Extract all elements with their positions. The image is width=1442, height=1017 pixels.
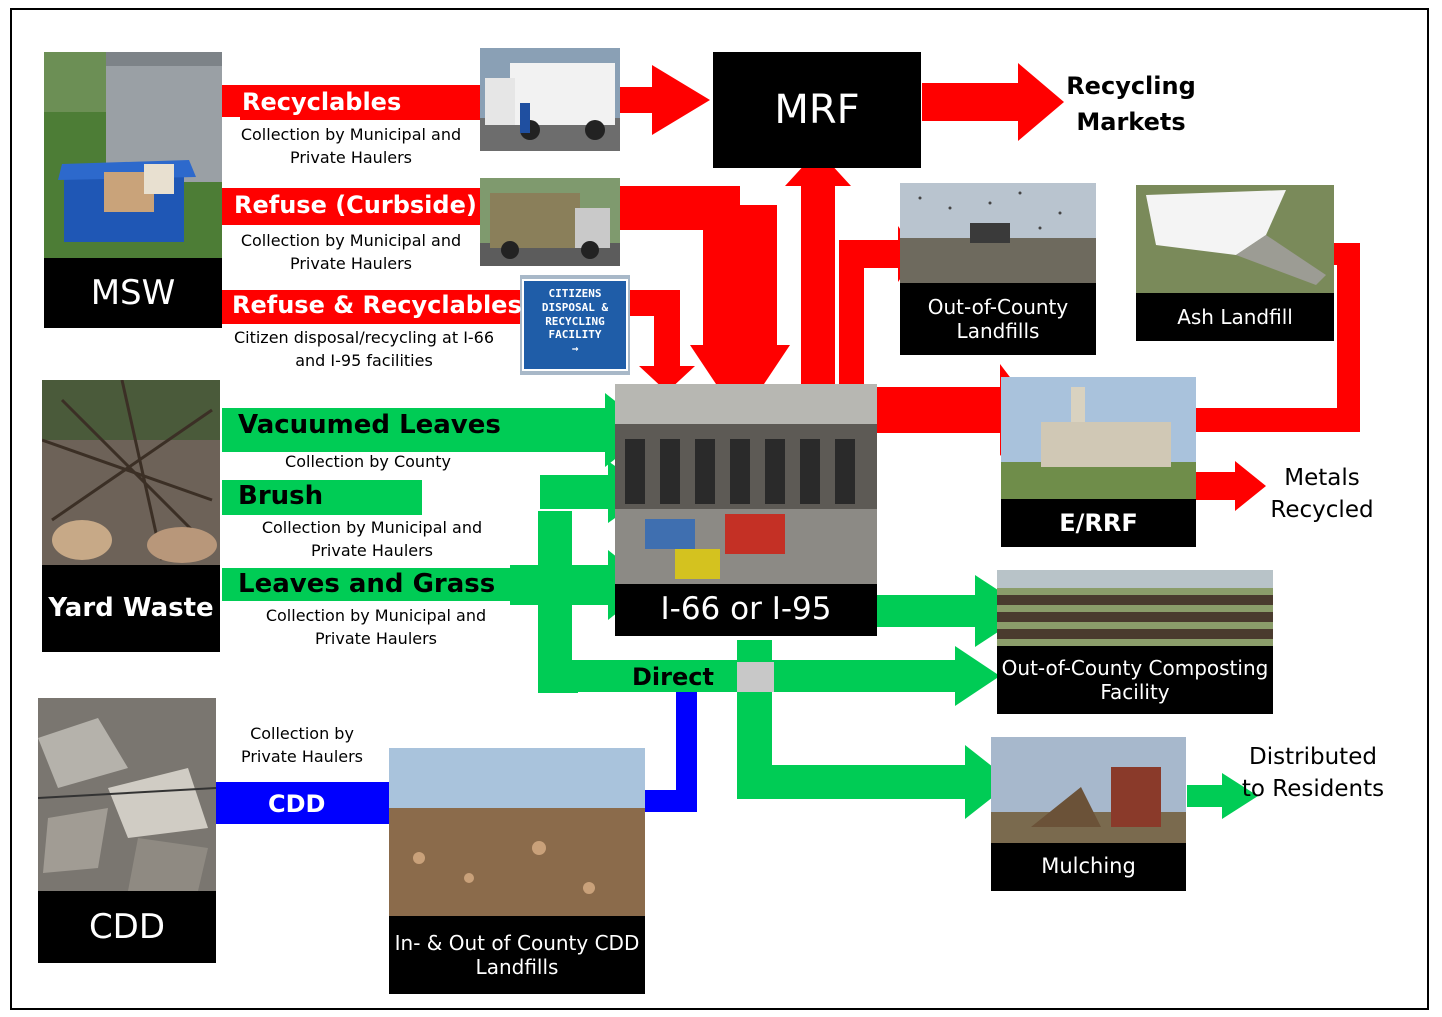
msw-bins-photo (44, 52, 222, 258)
direct-crossing (737, 662, 774, 692)
out-of-county-landfills-caption: Out-of-County Landfills (900, 283, 1096, 355)
bar-leaves-grass (222, 568, 514, 601)
label-recyclables: Recyclables (242, 88, 402, 116)
arrow-citizens-to-transfer (630, 290, 695, 392)
sub-leaves-grass: Collection by Municipal and Private Haul… (265, 606, 487, 649)
label-vacuumed-leaves: Vacuumed Leaves (238, 410, 501, 440)
landfill-birds-photo (900, 183, 1096, 283)
green-flows (222, 393, 1258, 819)
label-cdd-flow: CDD (268, 790, 326, 818)
composting-photo (997, 570, 1273, 646)
ash-landfill-caption: Ash Landfill (1136, 293, 1334, 341)
sub-vacuumed-leaves: Collection by County (285, 452, 451, 471)
arrow-vacuumed-leaves (222, 393, 652, 467)
arrow-recyclables (222, 85, 481, 120)
errf-plant-photo (1001, 377, 1196, 499)
label-refuse-recyclables: Refuse & Recyclables (232, 291, 522, 319)
distributed-to-residents: Distributed to Residents (1241, 744, 1385, 803)
sub-brush: Collection by Municipal and Private Haul… (261, 518, 483, 561)
label-brush: Brush (238, 481, 324, 511)
arrow-mulch-distributed (1187, 773, 1258, 819)
arrow-to-composting (876, 575, 1030, 647)
arrow-recyclables-to-mrf (620, 65, 710, 135)
cdd-landfill-photo (389, 748, 645, 916)
mulching-photo (991, 737, 1186, 843)
arrow-metals (1196, 461, 1266, 511)
recycling-markets: Recycling Markets (1066, 72, 1196, 136)
sub-cdd-collection: Collection by Private Haulers (240, 724, 364, 767)
arrow-transfer-to-mrf (785, 150, 851, 386)
label-direct: Direct (632, 663, 714, 691)
arrow-cdd (214, 756, 505, 850)
arrow-transfer-to-errf (877, 364, 1035, 456)
errf-caption: E/RRF (1001, 499, 1196, 547)
cdd-landfills-caption: In- & Out of County CDD Landfills (389, 916, 645, 994)
metals-recycled: Metals Recycled (1270, 465, 1374, 524)
arrow-mrf-to-markets (922, 63, 1064, 141)
sub-refuse-curbside: Collection by Municipal and Private Haul… (240, 231, 462, 274)
transfer-station-photo (615, 384, 877, 584)
cdd-rubble-photo (38, 698, 216, 891)
sub-refuse-recyclables: Citizen disposal/recycling at I-66 and I… (233, 328, 495, 371)
garbage-truck-photo (480, 178, 620, 266)
label-refuse-curbside: Refuse (Curbside) (234, 191, 477, 219)
diagram-frame (10, 8, 1429, 1010)
recycling-truck-photo (480, 48, 620, 151)
mrf-box: MRF (713, 52, 921, 168)
sub-recyclables: Collection by Municipal and Private Haul… (240, 125, 462, 168)
mulching-caption: Mulching (991, 843, 1186, 891)
composting-caption: Out-of-County Composting Facility (997, 646, 1273, 714)
bar-brush (222, 480, 422, 515)
arrow-curbside-to-transfer (620, 186, 790, 420)
cdd-caption: CDD (38, 891, 216, 963)
msw-caption: MSW (44, 258, 222, 328)
label-leaves-grass: Leaves and Grass (238, 569, 496, 599)
yard-waste-photo (42, 380, 220, 565)
bar-refuse-curbside (222, 188, 480, 225)
citizens-sign-text: CITIZENS DISPOSAL & RECYCLING FACILITY → (541, 287, 609, 355)
arrow-transfer-to-landfills (839, 226, 918, 386)
bar-refuse-recyclables (222, 290, 520, 324)
ash-landfill-photo (1136, 185, 1334, 293)
citizens-sign-photo: CITIZENS DISPOSAL & RECYCLING FACILITY → (520, 275, 630, 375)
arrow-to-mulching (737, 640, 1012, 819)
transfer-station-caption: I-66 or I-95 (615, 584, 877, 636)
yard-waste-caption: Yard Waste (42, 565, 220, 652)
